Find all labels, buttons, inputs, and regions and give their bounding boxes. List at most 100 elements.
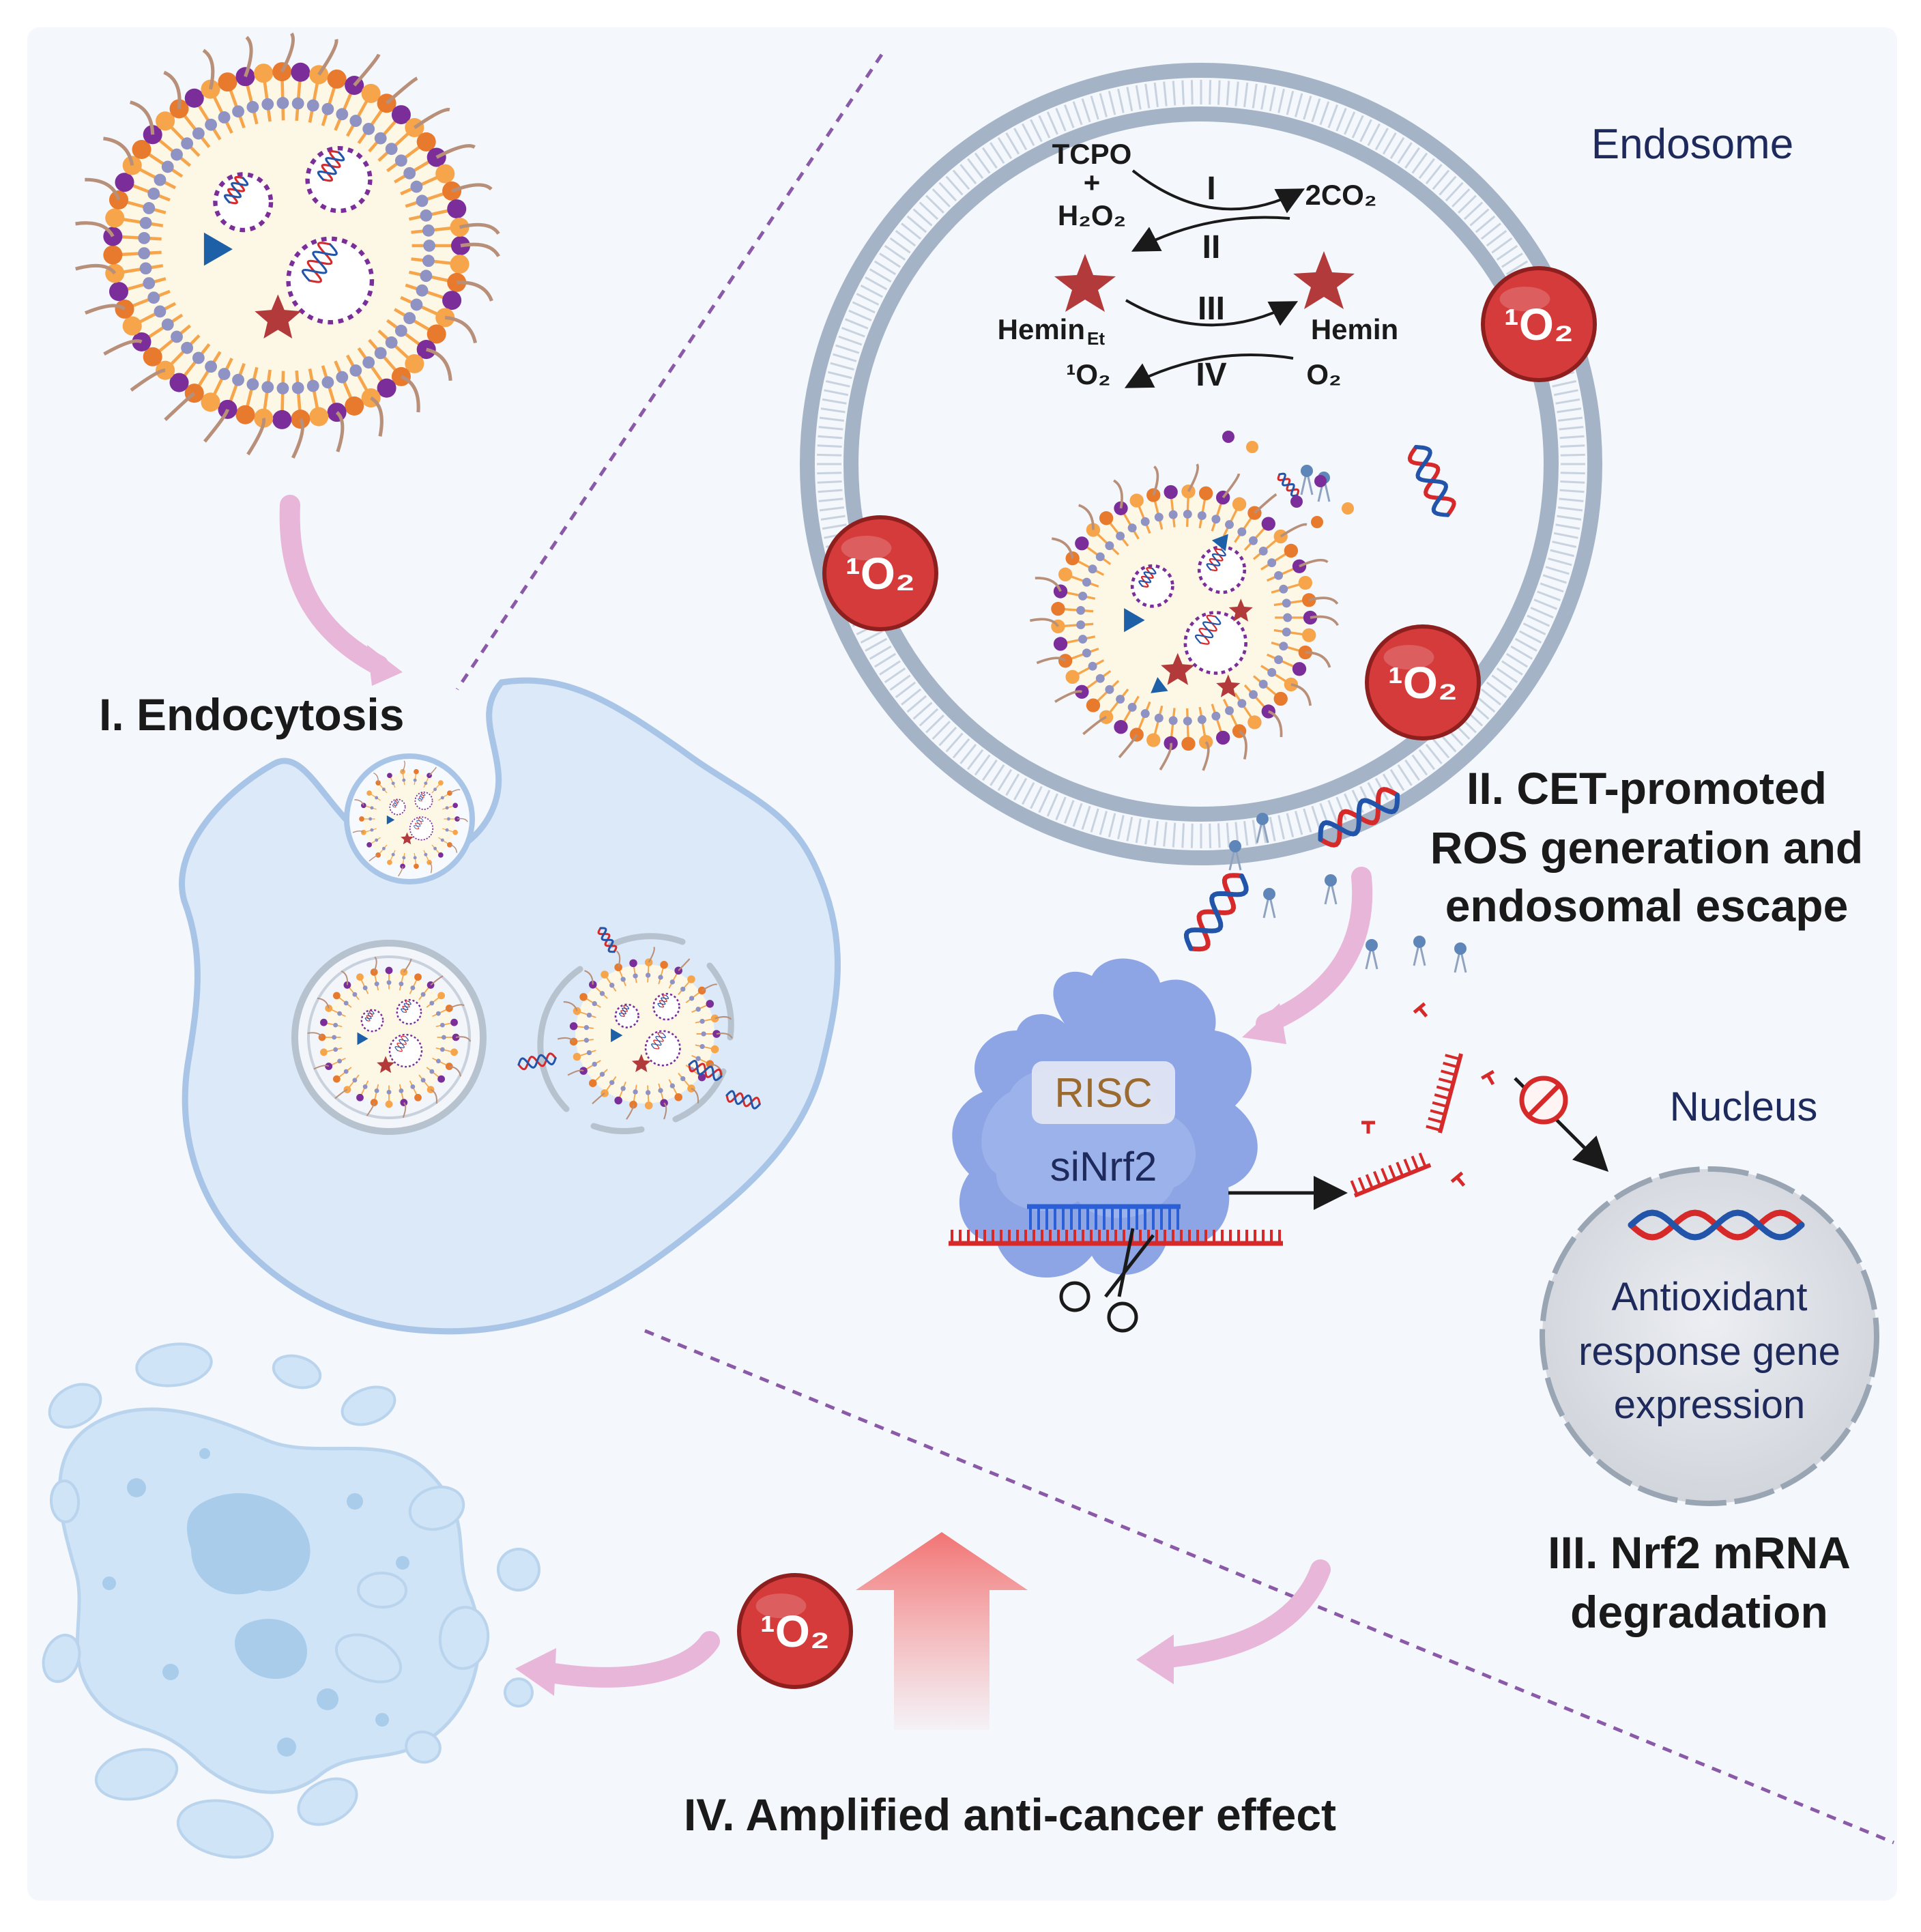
step-endocytosis-label: I. Endocytosis [99,689,404,740]
cell-endosome-ring-inner [307,955,471,1119]
lipid-head [447,199,467,219]
mrna-fragment [1350,1152,1432,1198]
membrane-lipid [1557,506,1583,512]
membrane-lipid [828,371,852,379]
lipid-bead [1088,564,1097,574]
peg-chain [449,1065,461,1077]
nanoparticle-in-endosome [307,956,472,1119]
fragment-base [1372,1170,1381,1186]
lipid-head [687,975,695,983]
peg-chain [1159,742,1173,770]
lipid-head [437,1075,446,1083]
encapsulated-sirna-icon [392,799,399,808]
lipid-head [1261,704,1275,719]
peg-chain [1290,683,1312,706]
lipid-bead [402,856,406,860]
membrane-lipid [1311,805,1321,830]
lipid-head [1298,645,1313,660]
lipid-head [1181,736,1196,751]
lipid-bead [337,1011,343,1016]
lipid-bead [410,985,416,991]
lipid-head [156,360,175,380]
membrane-lipid [1081,805,1091,830]
membrane-lipid [1553,389,1578,397]
lipid-bead [261,381,274,394]
peg-chain [1280,523,1308,538]
lipid-bead [394,154,407,167]
lipid-head [1114,720,1128,734]
membrane-lipid [818,426,843,431]
sirna-strand-antisense [1194,616,1222,644]
membrane-lipid [1099,93,1108,117]
lipid-head [356,973,364,981]
sphere-highlight [1499,287,1550,312]
peg-chain [246,417,266,456]
lipid-bead [424,781,428,785]
membrane-lipid [1243,82,1249,108]
lipid-bead [416,284,429,297]
antioxidant-line-2: response gene [1578,1329,1840,1374]
fragment-base [1432,1101,1447,1108]
membrane-lipid [1190,823,1194,848]
lipid-bead [413,856,417,860]
membrane-lipid [841,326,865,338]
lipid-head [291,62,310,82]
membrane-lipid [1126,87,1133,112]
apoptotic-body [272,1354,322,1389]
membrane-lipid [1475,215,1496,233]
membrane-lipid [1303,808,1312,833]
lipid-bead [1225,520,1234,530]
membrane-lipid [879,253,901,268]
membrane-lipid [1458,194,1477,214]
membrane-lipid [1550,549,1574,558]
lipid-head [1198,735,1213,749]
membrane-lipid [1172,822,1176,848]
lipid-bead [385,336,398,349]
lipid-bead [1279,641,1288,651]
peg-chain [75,263,117,275]
lipid-head [327,403,347,422]
membrane-lipid [848,309,872,321]
lipid-bead [609,1080,615,1085]
lipid-bead [321,102,334,115]
lipid-bead [669,1083,676,1088]
lipid-head [391,105,411,125]
membrane-lipid [1335,796,1347,821]
lipid-bead [1249,690,1258,700]
lipid-bead [420,270,433,283]
lipid-bead [276,382,289,394]
lipid-bead [1127,702,1137,712]
lipid-bead [620,977,626,982]
antioxidant-line-3: expression [1614,1383,1805,1427]
encapsulated-sirna-icon [1194,614,1222,645]
inner-vesicle [286,236,375,325]
lipid-head [345,396,364,416]
free-lipid-head [1314,475,1327,487]
sirna-strand-antisense [1414,445,1450,517]
lipid-bead [699,1043,705,1050]
antioxidant-line-1: Antioxidant [1612,1275,1808,1319]
membrane-lipid [1557,407,1582,414]
peg-chain [352,831,364,833]
increase-arrow-icon [856,1532,1028,1730]
membrane-lipid [1505,652,1529,668]
singlet-oxygen-label: ¹O₂ [1388,658,1458,708]
sirna-strand-antisense [1278,472,1299,498]
lipid-bead [1095,674,1105,683]
step-iii-label: III [1198,291,1225,327]
lipid-bead [362,1084,368,1089]
membrane-lipid [952,169,970,190]
membrane-lipid [1425,164,1443,185]
lipid-bead [349,115,362,128]
fragment-base [1428,1116,1443,1124]
lipid-bead [161,160,174,173]
lipid-head [710,1045,719,1054]
nucleotide-base [1418,1007,1428,1018]
peg-chain [291,418,304,459]
fragment-base [1350,1180,1359,1196]
lipid-bead [701,1031,706,1037]
peg-chain [1152,465,1159,496]
free-lipid-head [1263,888,1275,900]
